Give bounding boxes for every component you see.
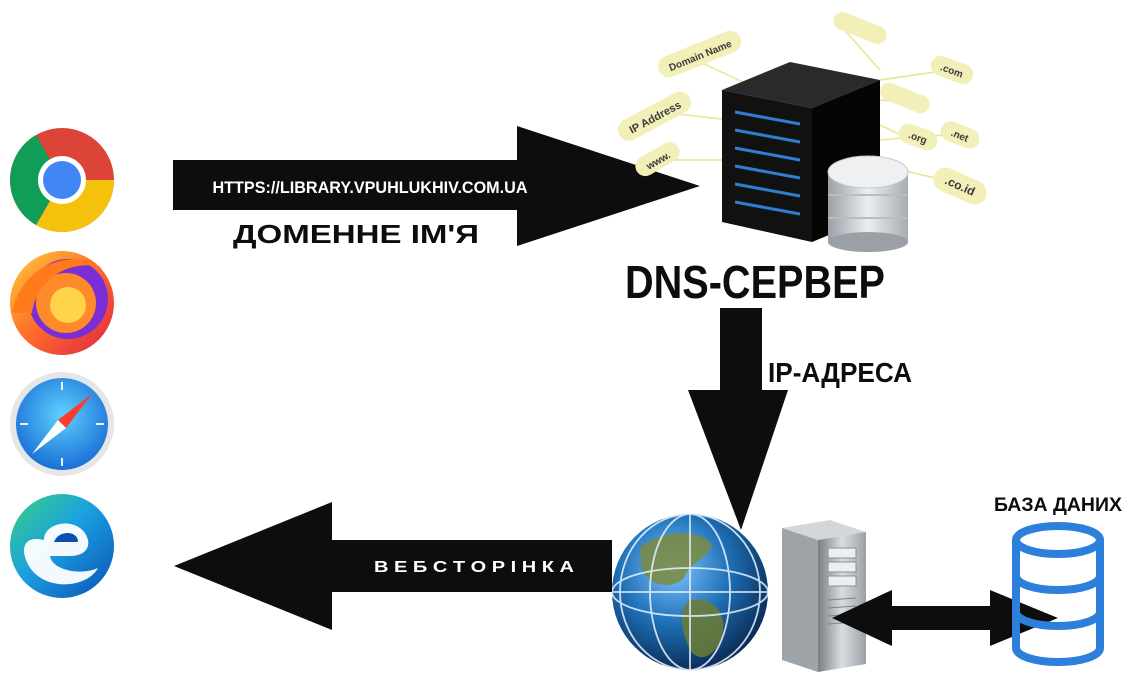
firefox-icon (10, 251, 114, 355)
safari-icon (10, 372, 114, 476)
url-label: HTTPS://LIBRARY.VPUHLUKHIV.COM.UA (213, 178, 528, 197)
request-arrow (173, 126, 700, 246)
edge-icon (10, 494, 114, 598)
ip-arrow (688, 308, 788, 530)
ip-address-label: IP-АДРЕСА (768, 357, 912, 388)
chrome-icon (10, 128, 114, 232)
webpage-label: В Е Б С Т О Р І Н К А (374, 559, 575, 576)
dns-server-icon (722, 62, 909, 252)
globe-icon (611, 513, 769, 671)
database-label: БАЗА ДАНИХ (994, 495, 1122, 516)
database-icon (1012, 522, 1104, 666)
dns-server-label: DNS-СЕРВЕР (625, 256, 885, 308)
web-server-icon (782, 520, 866, 672)
db-double-arrow (832, 590, 1058, 646)
webpage-arrow (174, 502, 612, 630)
domain-name-label: ДОМЕННЕ ІМ'Я (233, 219, 479, 249)
